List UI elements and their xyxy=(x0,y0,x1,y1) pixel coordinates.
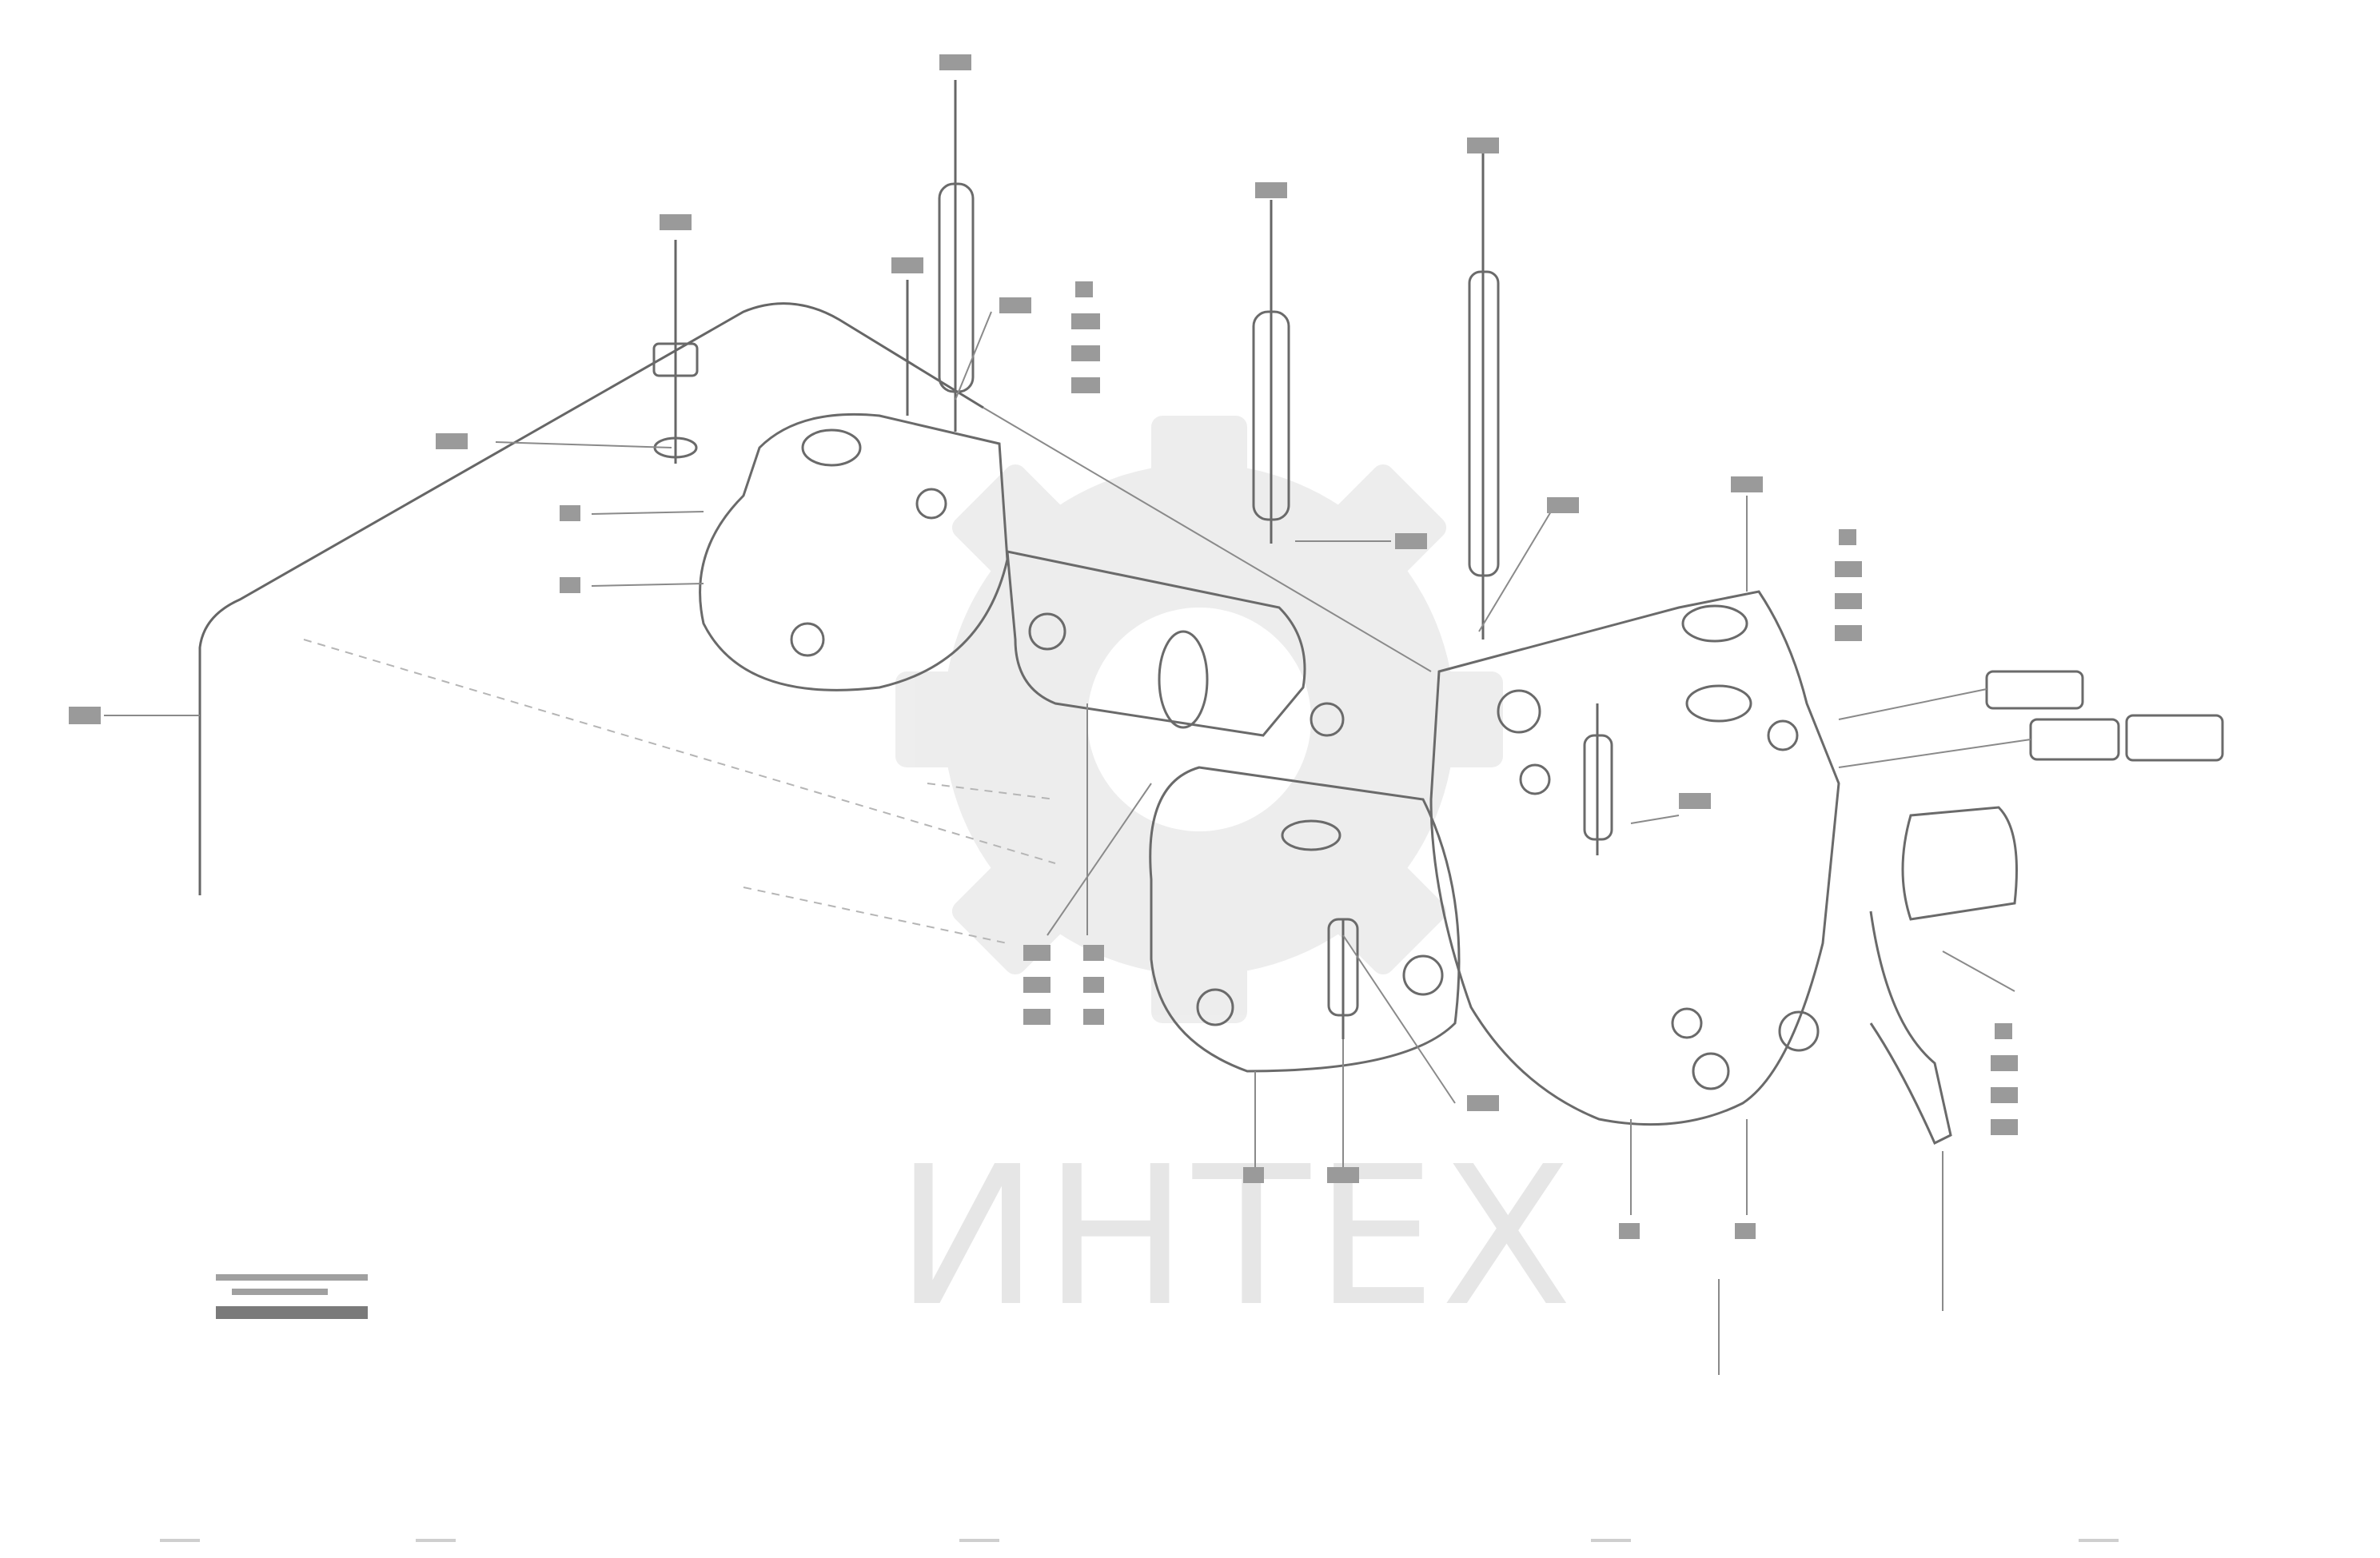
housing-port-3 xyxy=(790,622,825,657)
bolt-mid-left xyxy=(891,257,923,416)
watermark-gear-icon xyxy=(895,416,1503,1023)
bolt-lower-center xyxy=(1327,918,1359,1039)
connector-plug-2 xyxy=(2029,718,2120,761)
side-housing xyxy=(1901,806,2018,921)
cylinder-end-cap xyxy=(1158,630,1209,729)
side-bracket xyxy=(1869,910,1952,1146)
callout-leader-18 xyxy=(1942,950,2015,992)
housing-port-1 xyxy=(801,428,862,467)
callout-leader-1 xyxy=(495,441,672,448)
bolt-top-left xyxy=(652,214,699,464)
block-port-4 xyxy=(1685,684,1752,723)
construction-line-1 xyxy=(303,639,1056,864)
block-port-2 xyxy=(1519,763,1551,795)
block-port-7 xyxy=(1778,1010,1820,1052)
cylinder-body xyxy=(1006,550,1306,737)
gasket-hole-1 xyxy=(1196,988,1234,1026)
stud-center xyxy=(1252,182,1290,544)
housing-port-2 xyxy=(915,488,947,520)
callout-leader-7 xyxy=(955,311,992,400)
callout-markers xyxy=(436,281,2018,1239)
drawing-reference xyxy=(216,1274,368,1319)
callout-leader-8 xyxy=(1630,815,1680,824)
connector-lead-2 xyxy=(1838,739,2031,768)
bent-pipe xyxy=(198,302,984,895)
connector-plug-1 xyxy=(1985,670,2084,710)
callout-marker-left-pipe xyxy=(69,707,101,724)
cylinder-fitting-2 xyxy=(1310,702,1345,737)
construction-line-3 xyxy=(927,783,1056,800)
construction-line-2 xyxy=(743,887,1008,944)
gasket-plate xyxy=(1149,766,1461,1073)
pipe-continuation xyxy=(983,407,1432,672)
right-valve-block xyxy=(1429,590,1840,1126)
edge-marks xyxy=(160,1539,2119,1542)
block-port-1 xyxy=(1497,689,1541,734)
connector-lead-1 xyxy=(1838,688,1987,720)
gasket-hole-2 xyxy=(1402,954,1444,996)
callout-leader-3 xyxy=(591,583,704,587)
callout-leader-2 xyxy=(591,511,704,515)
connector-plug-3 xyxy=(2125,714,2224,762)
watermark-text: ИНТЕХ xyxy=(895,1125,1577,1349)
block-port-8 xyxy=(1671,1007,1703,1039)
block-port-3 xyxy=(1681,604,1748,643)
callout-leader-10 xyxy=(1046,783,1152,936)
bolt-top-center xyxy=(938,54,975,432)
left-valve-housing xyxy=(699,412,1009,691)
block-port-5 xyxy=(1767,719,1799,751)
callout-leader-17 xyxy=(1342,934,1456,1104)
cylinder-fitting-1 xyxy=(1028,612,1066,651)
callout-leader-5 xyxy=(1478,511,1552,632)
bolt-top-right xyxy=(1467,137,1500,640)
gasket-hole-3 xyxy=(1281,819,1341,851)
block-port-6 xyxy=(1692,1052,1730,1090)
bolt-block-center xyxy=(1583,703,1613,855)
